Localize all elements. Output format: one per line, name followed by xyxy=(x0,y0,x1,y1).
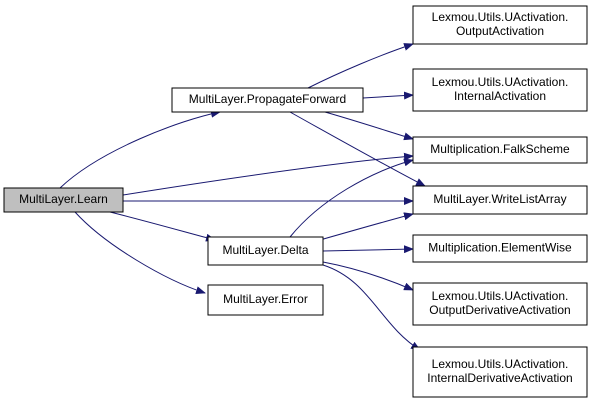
node-label: MultiLayer.Error xyxy=(223,292,308,306)
node-box xyxy=(207,284,324,316)
node-box xyxy=(412,68,588,112)
node-output-derivative-activation[interactable]: Lexmou.Utils.UActivation.OutputDerivativ… xyxy=(412,282,588,326)
edge-learn-to-falk-scheme xyxy=(122,152,414,196)
node-internal-derivative-activation[interactable]: Lexmou.Utils.UActivation.InternalDerivat… xyxy=(412,346,588,398)
edge-delta-to-falk-scheme xyxy=(289,158,414,238)
node-box xyxy=(207,236,324,266)
node-box xyxy=(3,187,124,213)
node-label: OutputActivation xyxy=(456,24,544,38)
node-output-activation[interactable]: Lexmou.Utils.UActivation.OutputActivatio… xyxy=(412,5,588,45)
edge-learn-to-delta xyxy=(109,211,216,242)
node-learn[interactable]: MultiLayer.Learn xyxy=(3,187,124,213)
node-propagate-forward[interactable]: MultiLayer.PropagateForward xyxy=(171,87,364,113)
node-label: Lexmou.Utils.UActivation. xyxy=(432,75,569,89)
node-element-wise[interactable]: Multiplication.ElementWise xyxy=(412,234,588,263)
node-label: MultiLayer.Delta xyxy=(222,243,308,257)
edge-learn-to-error xyxy=(74,211,206,295)
node-box xyxy=(412,185,588,215)
node-error[interactable]: MultiLayer.Error xyxy=(207,284,324,316)
node-box xyxy=(412,5,588,45)
node-falk-scheme[interactable]: Multiplication.FalkScheme xyxy=(412,136,588,164)
node-label: MultiLayer.Learn xyxy=(19,192,108,206)
nodes-layer: MultiLayer.Learn MultiLayer.PropagateForw… xyxy=(3,5,588,398)
edge-delta-to-write-list-array xyxy=(319,212,414,241)
node-label: MultiLayer.WriteListArray xyxy=(433,192,566,206)
node-label: Lexmou.Utils.UActivation. xyxy=(432,10,569,24)
edge-propagate-forward-to-output-activation xyxy=(307,43,414,89)
node-box xyxy=(171,87,364,113)
edge-propagate-forward-to-falk-scheme xyxy=(324,111,414,141)
edge-propagate-forward-to-internal-activation xyxy=(362,91,414,100)
edge-learn-to-propagate-forward xyxy=(59,109,221,189)
node-label: Lexmou.Utils.UActivation. xyxy=(432,357,569,371)
node-label: OutputDerivativeActivation xyxy=(429,303,570,317)
node-box xyxy=(412,234,588,263)
edge-delta-to-output-derivative-activation xyxy=(322,261,414,291)
edge-propagate-forward-to-write-list-array xyxy=(289,111,426,187)
node-write-list-array[interactable]: MultiLayer.WriteListArray xyxy=(412,185,588,215)
node-box xyxy=(412,346,588,398)
node-label: Lexmou.Utils.UActivation. xyxy=(432,289,569,303)
node-box xyxy=(412,282,588,326)
edge-delta-to-element-wise xyxy=(322,245,414,254)
edge-delta-to-internal-derivative-activation xyxy=(322,264,421,351)
edges-layer xyxy=(59,43,426,351)
node-delta[interactable]: MultiLayer.Delta xyxy=(207,236,324,266)
node-label: Multiplication.FalkScheme xyxy=(430,142,570,156)
node-box xyxy=(412,136,588,164)
node-label: Multiplication.ElementWise xyxy=(428,241,572,255)
node-label: InternalDerivativeActivation xyxy=(427,371,572,385)
node-internal-activation[interactable]: Lexmou.Utils.UActivation.InternalActivat… xyxy=(412,68,588,112)
node-label: InternalActivation xyxy=(454,89,546,103)
node-label: MultiLayer.PropagateForward xyxy=(189,92,346,106)
